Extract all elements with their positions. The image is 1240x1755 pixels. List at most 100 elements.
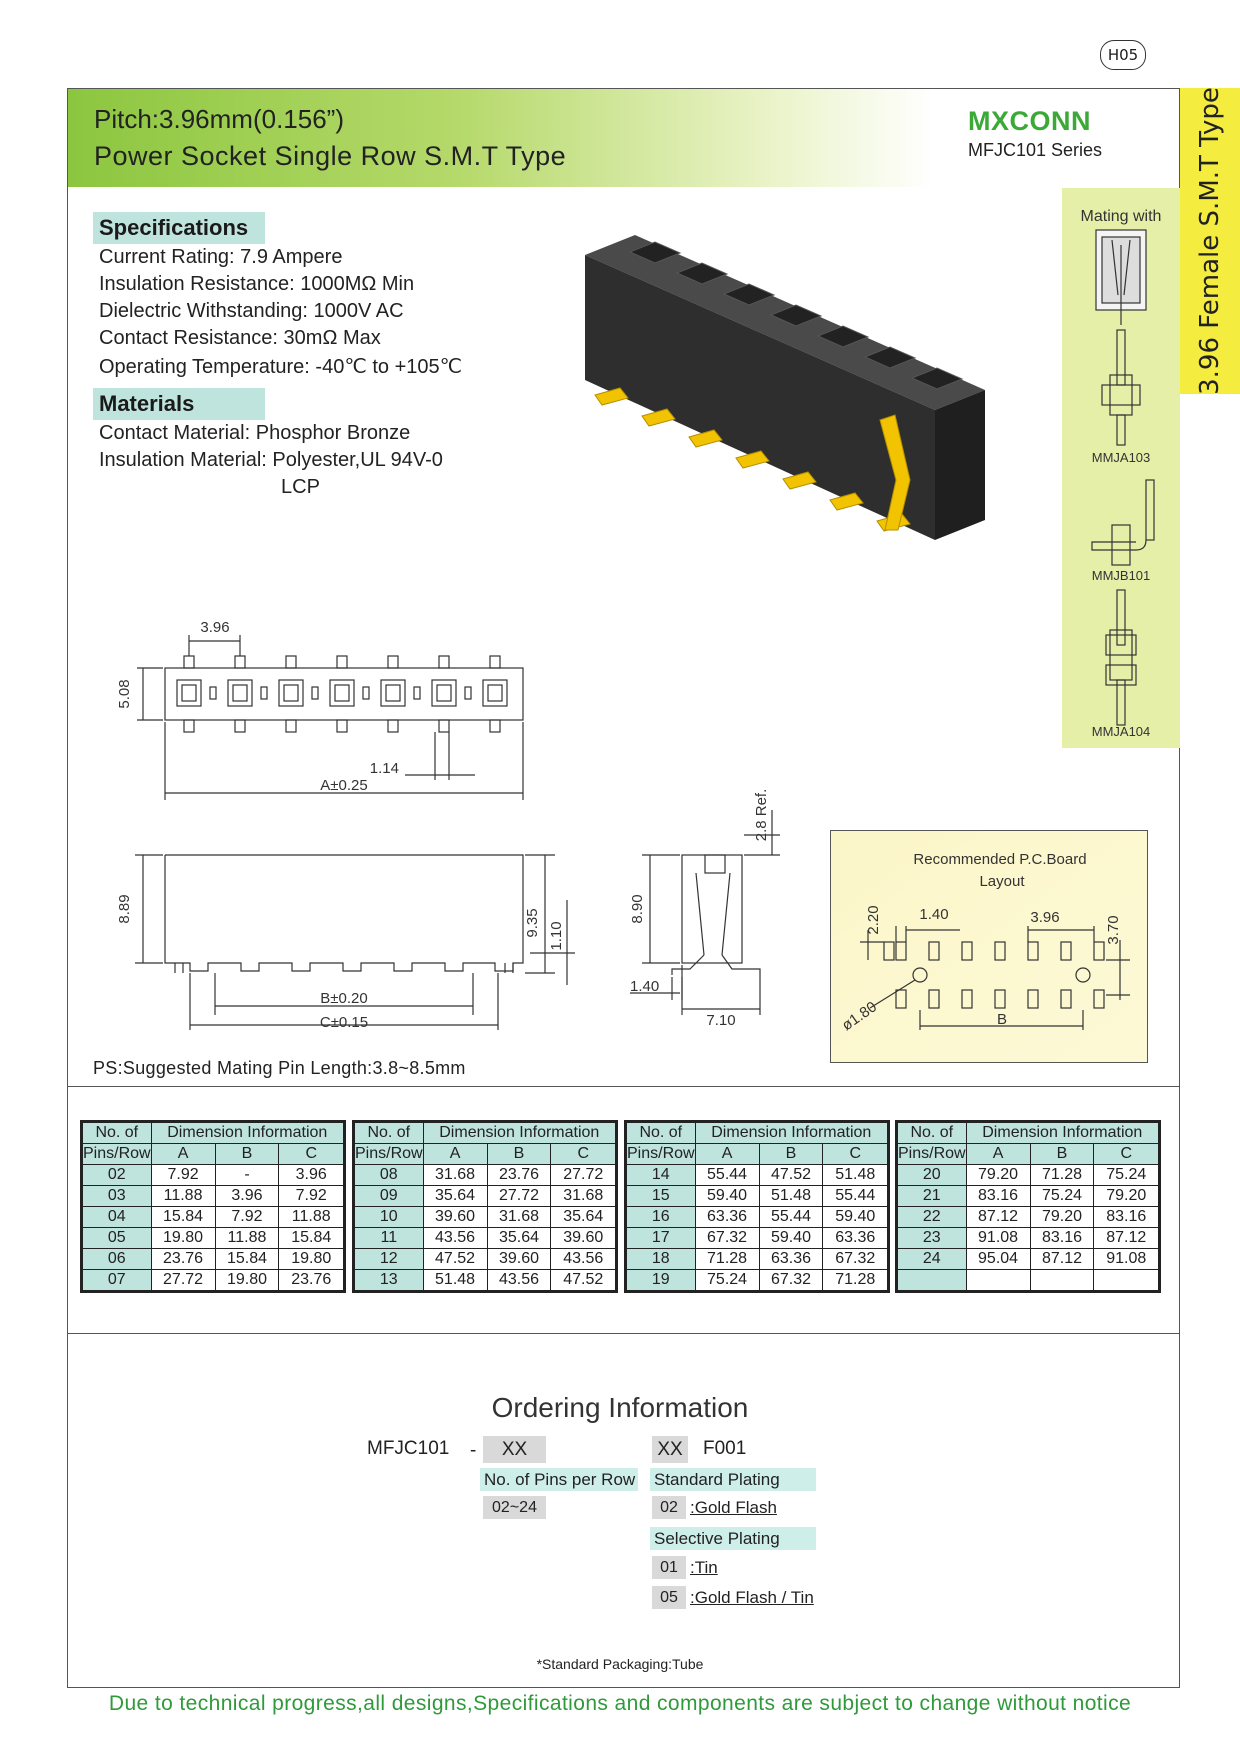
- dimension-header: Dimension Information: [422, 1121, 618, 1144]
- col-header-c: C: [550, 1143, 617, 1165]
- dimension-cell: 47.52: [422, 1248, 488, 1270]
- dimension-cell: 75.24: [694, 1269, 760, 1292]
- dimension-cell: 63.36: [758, 1248, 824, 1270]
- pcb-dim-396: 3.96: [1030, 909, 1059, 926]
- standard-plating-label: Standard Plating: [650, 1468, 816, 1491]
- pcb-title-2: Layout: [979, 873, 1025, 890]
- pins-range: 02~24: [483, 1496, 546, 1519]
- dimension-cell: 7.92: [214, 1206, 280, 1228]
- divider-2: [68, 1333, 1179, 1334]
- dim-a: A±0.25: [320, 777, 367, 794]
- dimension-header: Dimension Information: [965, 1121, 1161, 1144]
- col-header-a: A: [150, 1143, 216, 1165]
- dimension-cell: 11.88: [150, 1185, 216, 1207]
- pins-cell: 21: [896, 1185, 967, 1207]
- plating-code-02: 02: [652, 1496, 686, 1519]
- dimension-cell: 83.16: [965, 1185, 1031, 1207]
- pcb-layout-box: Recommended P.C.Board Layout 2.20 1.40 3…: [830, 830, 1148, 1063]
- top-view-drawing: 3.96 5.08 1.14 A±0.25: [116, 619, 524, 800]
- pins-header-2: Pins/Row: [353, 1143, 424, 1165]
- pins-header-2: Pins/Row: [896, 1143, 967, 1165]
- pcb-dim-220: 2.20: [865, 905, 882, 934]
- product-3d-render: [585, 235, 985, 540]
- pcb-dim-370: 3.70: [1105, 915, 1122, 944]
- dimension-cell: 75.24: [1093, 1164, 1160, 1186]
- dimension-cell: 15.84: [150, 1206, 216, 1228]
- dimension-cell: 27.72: [550, 1164, 617, 1186]
- footer-disclaimer: Due to technical progress,all designs,Sp…: [108, 1692, 1132, 1715]
- ordering-suffix: F001: [703, 1438, 747, 1459]
- dim-pitch: 3.96: [200, 619, 229, 636]
- dimension-cell: 3.96: [214, 1185, 280, 1207]
- ordering-pins-code: XX: [483, 1436, 546, 1463]
- pins-cell: 10: [353, 1206, 424, 1228]
- dimension-cell: 39.60: [422, 1206, 488, 1228]
- page-frame: [67, 88, 1180, 1688]
- side-tab-label: 3.96 Female S.M.T Type: [1195, 87, 1225, 395]
- dimension-cell: 95.04: [965, 1248, 1031, 1270]
- dimension-cell: 67.32: [758, 1269, 824, 1292]
- dimension-cell: 55.44: [822, 1185, 889, 1207]
- series-name: MFJC101 Series: [968, 140, 1103, 160]
- dimension-cell: 31.68: [486, 1206, 552, 1228]
- dim-width: 5.08: [116, 679, 133, 708]
- material-line: LCP: [281, 476, 320, 498]
- dim-pin-width: 1.14: [370, 760, 399, 777]
- tin-option: :Tin: [690, 1558, 718, 1577]
- mating-pin-note: PS:Suggested Mating Pin Length:3.8~8.5mm: [93, 1058, 466, 1078]
- dimension-cell: 71.28: [694, 1248, 760, 1270]
- ordering-title: Ordering Information: [491, 1392, 749, 1423]
- dimension-cell: 59.40: [694, 1185, 760, 1207]
- pins-cell: 24: [896, 1248, 967, 1270]
- dimension-cell: 75.24: [1029, 1185, 1095, 1207]
- dimension-cell: 35.64: [422, 1185, 488, 1207]
- spec-line: Operating Temperature: -40℃ to +105℃: [99, 356, 463, 378]
- table-row: [896, 1269, 1160, 1292]
- dimension-cell: 71.28: [822, 1269, 889, 1292]
- dimension-header: Dimension Information: [694, 1121, 890, 1144]
- pins-per-row-label: No. of Pins per Row: [480, 1468, 638, 1491]
- dimension-cell: 47.52: [758, 1164, 824, 1186]
- pins-cell: 18: [625, 1248, 696, 1270]
- side-view-drawing: 2.8 Ref. 8.90 1.40 7.10: [629, 789, 780, 1029]
- dimension-cell: 79.20: [1093, 1185, 1160, 1207]
- ordering-plating-code: XX: [652, 1436, 688, 1463]
- pins-cell: 02: [81, 1164, 152, 1186]
- dimension-cell: 91.08: [1093, 1248, 1160, 1270]
- col-header-a: A: [965, 1143, 1031, 1165]
- col-header-c: C: [1093, 1143, 1160, 1165]
- pins-cell: 09: [353, 1185, 424, 1207]
- dimension-cell: 63.36: [694, 1206, 760, 1228]
- mating-part-3: MMJA104: [1091, 724, 1151, 739]
- brand-name: MXCONN: [968, 106, 1091, 136]
- dimension-cell: 79.20: [965, 1164, 1031, 1186]
- pins-header-1: No. of: [625, 1121, 696, 1144]
- spec-line: Current Rating: 7.9 Ampere: [99, 246, 343, 268]
- title-product: Power Socket Single Row S.M.T Type: [94, 141, 567, 171]
- plating-code-05: 05: [652, 1586, 686, 1609]
- gold-flash-tin-option: :Gold Flash / Tin: [690, 1588, 814, 1607]
- ordering-part-number: MFJC101: [367, 1438, 450, 1459]
- dimension-cell: 23.76: [486, 1164, 552, 1186]
- dimension-cell: 19.80: [150, 1227, 216, 1249]
- dimension-cell: 35.64: [550, 1206, 617, 1228]
- dimension-cell: 11.88: [214, 1227, 280, 1249]
- dimension-cell: 15.84: [214, 1248, 280, 1270]
- materials-heading: Materials: [93, 388, 265, 420]
- col-header-a: A: [422, 1143, 488, 1165]
- dimension-cell: 83.16: [1093, 1206, 1160, 1228]
